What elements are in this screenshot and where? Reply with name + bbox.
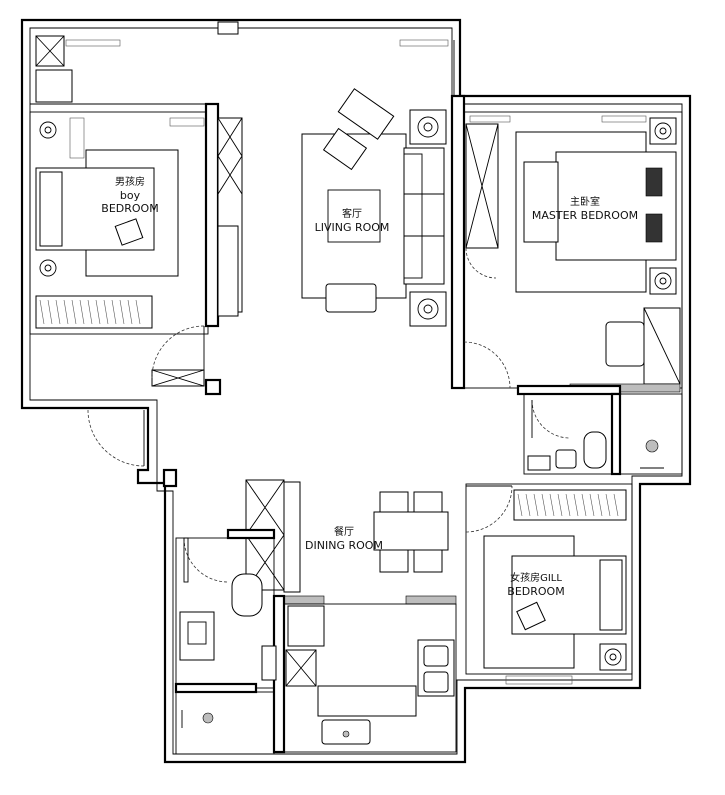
entry-door: [87, 409, 145, 467]
boy-bedroom-line1: boy: [119, 189, 141, 202]
master-bedroom-cn: 主卧室: [570, 197, 600, 208]
girl-bedroom-cn: 女孩房GILL: [510, 573, 562, 584]
girl-bedroom-en: BEDROOM: [507, 585, 565, 598]
living-room-en: LIVING ROOM: [314, 221, 390, 234]
living-room-furniture: [217, 88, 447, 327]
living-room-label: 客厅 LIVING ROOM: [300, 208, 404, 234]
common-bathroom: [174, 528, 277, 755]
dining-room-cn: 餐厅: [334, 527, 354, 538]
master-bedroom-label: 主卧室 MASTER BEDROOM: [520, 196, 650, 222]
boy-bedroom-cn: 男孩房: [115, 177, 145, 188]
boy-bedroom-line2: BEDROOM: [101, 202, 159, 215]
dining-kitchen: [245, 479, 457, 754]
boy-bedroom-furniture: [29, 111, 209, 387]
dining-room-label: 餐厅 DINING ROOM: [296, 526, 392, 552]
master-bedroom-furniture: [463, 111, 683, 393]
girl-bedroom-furniture: [465, 483, 633, 685]
girl-bedroom-label: 女孩房GILL BEDROOM: [494, 572, 578, 598]
living-room-cn: 客厅: [342, 209, 362, 220]
master-bedroom-en: MASTER BEDROOM: [531, 209, 639, 222]
top-balcony: [30, 21, 455, 105]
dining-room-en: DINING ROOM: [305, 539, 383, 552]
master-bathroom: [516, 384, 683, 476]
boy-bedroom-label: 男孩房 boy BEDROOM: [92, 176, 168, 215]
